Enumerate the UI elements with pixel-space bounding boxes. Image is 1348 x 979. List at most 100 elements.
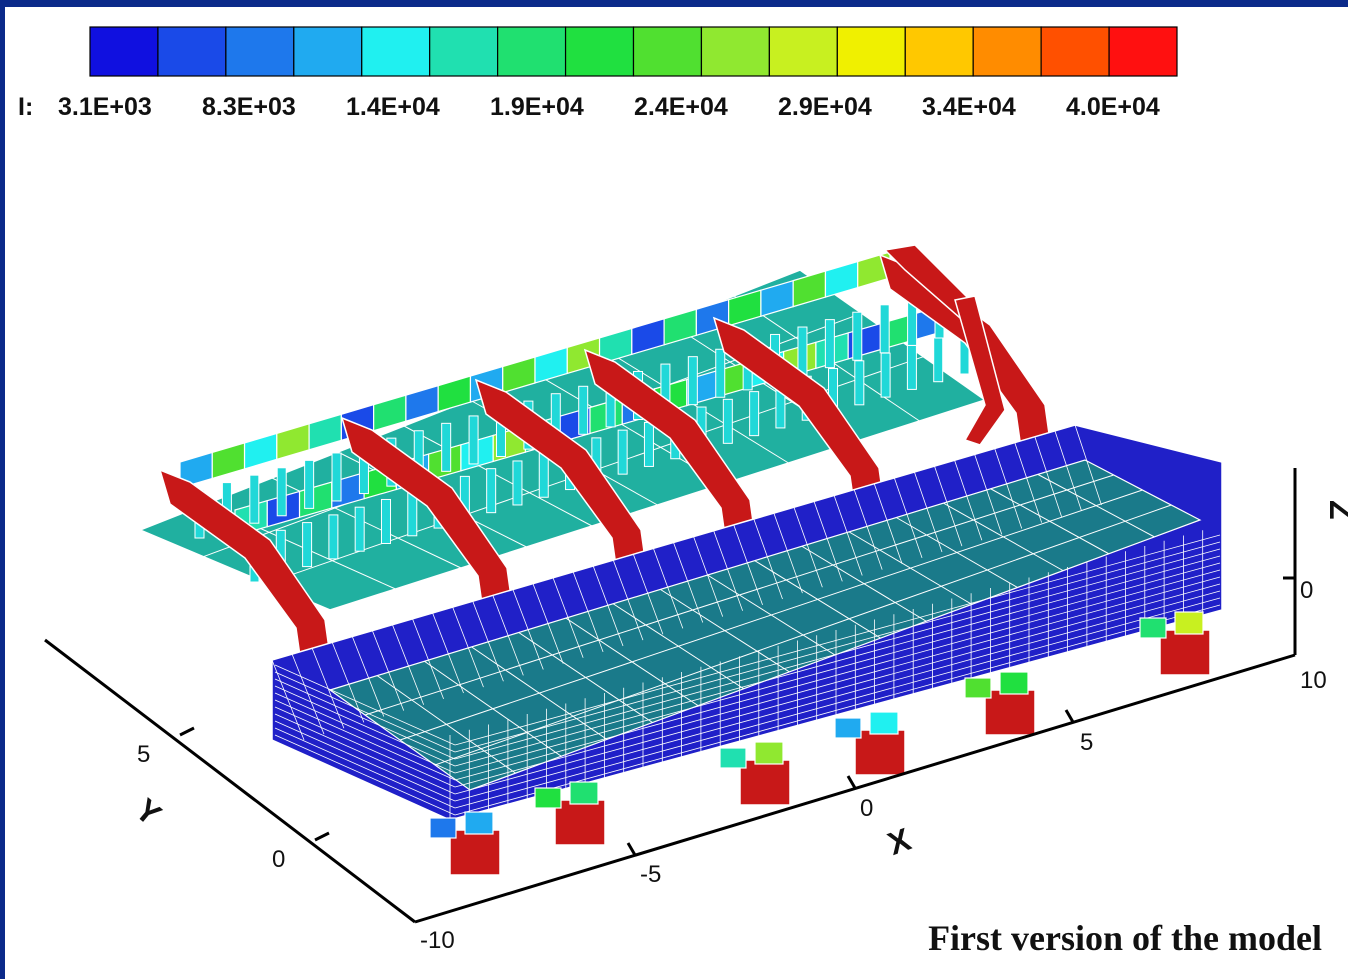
colorbar (89, 26, 1178, 77)
girder-cell (211, 442, 246, 480)
y-tick-0: 0 (272, 846, 285, 873)
window-frame-top (0, 0, 1348, 7)
red-arch-frames (158, 244, 1053, 671)
hull-grid-line (492, 595, 524, 676)
hull-grid-line (914, 471, 943, 553)
x-tick-neg5: -5 (640, 861, 661, 888)
hull-grid-line (532, 583, 564, 664)
hull-grid-line (512, 589, 544, 670)
hull-grid-line (392, 624, 425, 705)
colorbar-swatch (89, 26, 159, 77)
colorbar-label: 3.1E+03 (58, 93, 152, 121)
hull-grid-line (893, 477, 923, 559)
colorbar-swatch (1040, 26, 1110, 77)
hull-deck (328, 459, 1202, 791)
post (722, 398, 733, 444)
hull-mesh-line (274, 706, 456, 788)
colorbar-label: 2.9E+04 (778, 93, 872, 121)
hull-grid-line (432, 612, 464, 694)
hull-foot (449, 829, 501, 876)
hull-foot (1159, 629, 1211, 676)
colorbar-label: 3.4E+04 (922, 93, 1016, 121)
hull-foot (854, 729, 906, 776)
hull-grid-line (552, 577, 584, 658)
hull-grid-line (592, 565, 624, 647)
post (797, 326, 808, 376)
post (906, 344, 917, 390)
post (512, 460, 523, 506)
hull-mesh-line (274, 734, 456, 816)
colorbar-variable-label: I: (18, 93, 33, 121)
hull-mesh-line (274, 671, 456, 753)
colorbar-label: 4.0E+04 (1066, 93, 1160, 121)
hull-grid-line (873, 483, 903, 564)
colorbar-label: 2.4E+04 (634, 93, 728, 121)
colorbar-swatch (632, 26, 703, 77)
hull-grid-line (372, 630, 405, 711)
post (486, 468, 497, 514)
hull-mesh-line (454, 583, 1221, 795)
axis-z: 0 10 Z (1283, 468, 1348, 694)
hull-foot-bracket (754, 741, 784, 765)
hull-mesh-line (274, 699, 456, 781)
colorbar-label: 1.4E+04 (346, 93, 440, 121)
hull-mesh-line (274, 741, 456, 823)
hull-mesh-line (274, 720, 456, 802)
platform-grid-line (403, 425, 593, 527)
post (687, 356, 698, 406)
hull-grid-line (773, 512, 803, 594)
girder-cell (373, 394, 407, 432)
hull-grid-line (733, 524, 763, 606)
post (617, 429, 628, 475)
post (715, 348, 726, 398)
hull-grid-line (974, 454, 1003, 535)
hull-foot-bracket (719, 747, 747, 769)
hull-mesh-line (274, 713, 456, 795)
colorbar-swatch (904, 26, 974, 77)
hull-mesh-line (454, 555, 1221, 767)
hull-grid-line (1074, 424, 1102, 506)
hull-foot-bracket (964, 677, 992, 699)
hull-mesh-line (274, 678, 456, 760)
hull-horizontal-mesh (274, 534, 1221, 823)
hull-mesh-line (454, 541, 1221, 753)
window-frame-left (0, 0, 5, 979)
hull-foot-bracket (534, 787, 562, 809)
arch-frame (954, 295, 1006, 446)
hull-mesh-line (274, 692, 456, 774)
post (354, 506, 365, 552)
colorbar-swatch (564, 26, 635, 77)
hull-mesh-line (454, 597, 1221, 809)
hull-mesh-line (454, 548, 1221, 760)
post (852, 311, 863, 361)
lower-hull-structure (271, 424, 1223, 876)
hull-grid-line (412, 618, 444, 700)
hull-grid-line (434, 504, 1172, 766)
hull-mesh-line (274, 685, 456, 767)
girder-cell (824, 260, 859, 298)
hull-mesh-grid (271, 424, 1223, 820)
z-tick-0: 0 (1300, 577, 1313, 604)
colorbar-swatch (972, 26, 1042, 77)
hull-mesh-line (274, 664, 456, 746)
hull-grid-line (364, 474, 1114, 716)
hull-grid-line (1054, 430, 1082, 512)
post (824, 319, 835, 369)
post (304, 459, 315, 509)
colorbar-swatch (293, 26, 363, 77)
hull-grid-line (1014, 442, 1043, 523)
hull-foot-bracket (834, 717, 862, 739)
hull-mesh-line (454, 534, 1221, 746)
x-tick-5: 5 (1080, 729, 1093, 756)
colorbar-swatch (225, 26, 295, 77)
post (578, 385, 589, 435)
x-tick-neg10: -10 (420, 927, 455, 954)
colorbar-swatch (497, 26, 567, 77)
x-axis-name: X (883, 821, 916, 862)
post (468, 415, 479, 465)
colorbar-swatch (836, 26, 906, 77)
figure-caption: First version of the model (928, 918, 1322, 958)
hull-grid-line (1034, 436, 1062, 517)
